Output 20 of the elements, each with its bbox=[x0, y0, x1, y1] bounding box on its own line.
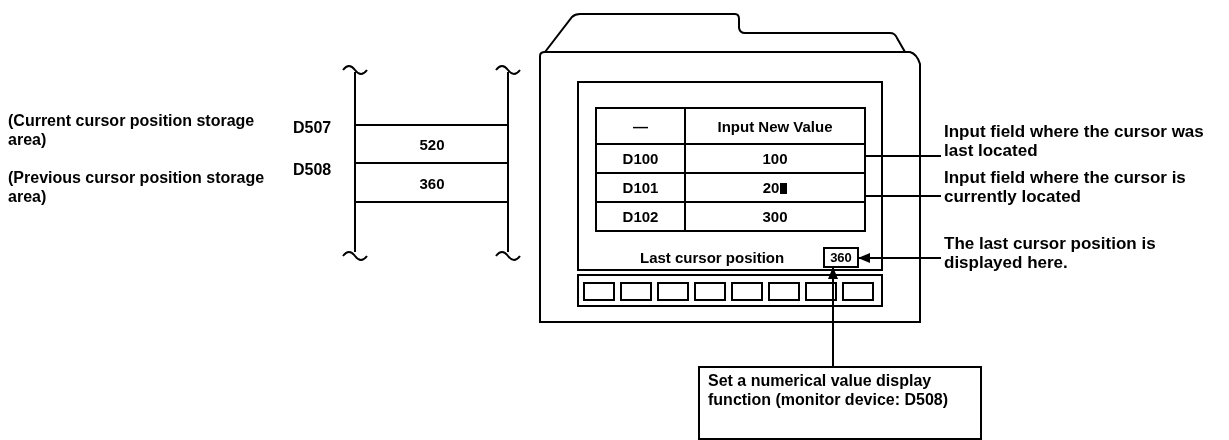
table-cell: 300 bbox=[684, 201, 866, 232]
callout-text: Input field where the cursor was last located bbox=[944, 122, 1229, 160]
device-address: D508 bbox=[293, 160, 332, 179]
arrow bbox=[858, 253, 942, 263]
screen-caption: Last cursor position bbox=[640, 248, 785, 267]
table-cell: — bbox=[595, 107, 686, 145]
value-display: 360 bbox=[823, 247, 859, 268]
device-address: D507 bbox=[293, 118, 332, 137]
register-value: 520 bbox=[418, 135, 446, 155]
leader-line bbox=[865, 195, 942, 197]
table-cell: Input New Value bbox=[684, 107, 866, 145]
callout-text: The last cursor position is displayed here. bbox=[944, 234, 1229, 272]
note-box: Set a numerical value display function (monitor device: D508) bbox=[698, 366, 982, 440]
callout-text: Input field where the cursor is currently located bbox=[944, 168, 1229, 206]
area-note: (Previous cursor position storage area) bbox=[8, 168, 266, 206]
table-cell: D102 bbox=[595, 201, 686, 232]
leader-line bbox=[865, 155, 942, 157]
cell-value: 20 bbox=[762, 179, 780, 196]
area-note: (Current cursor position storage area) bbox=[8, 111, 256, 149]
register-value: 360 bbox=[418, 173, 446, 194]
